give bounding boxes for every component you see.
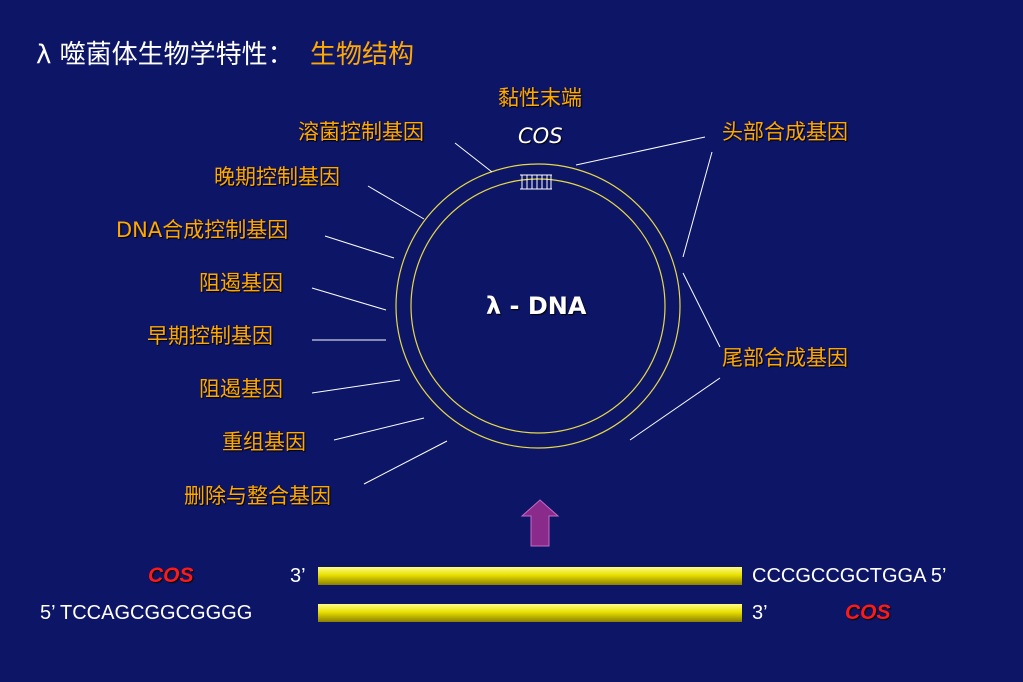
cos-left-label: COS: [148, 564, 194, 587]
title-highlight: 生物结构: [309, 40, 414, 70]
right-leader-lines: [575, 136, 721, 441]
title-prefix: 噬菌体生物学特性：: [59, 40, 294, 70]
top-strand-3prime: 3’: [290, 565, 306, 587]
left-leader-lines: [311, 142, 493, 485]
lambda-dna-label: λ - DNA: [486, 292, 587, 320]
gene-lysis-control: 溶菌控制基因: [298, 120, 424, 144]
gene-late-control: 晚期控制基因: [214, 165, 340, 189]
top-strand-bar: [318, 567, 742, 585]
bottom-strand-3prime: 3’: [752, 602, 768, 624]
inner-dna-strand: [410, 178, 666, 434]
bottom-strand-bar: [318, 604, 742, 622]
gene-repressor-1: 阻遏基因: [199, 271, 283, 295]
page-title: λ 噬菌体生物学特性： 生物结构: [36, 34, 414, 71]
gene-recombination: 重组基因: [222, 430, 306, 454]
gene-repressor-2: 阻遏基因: [199, 377, 283, 401]
lambda-symbol: λ: [36, 40, 52, 70]
cos-top-label: COS: [518, 124, 563, 148]
gene-tail-synthesis: 尾部合成基因: [722, 346, 848, 370]
gene-head-synthesis: 头部合成基因: [722, 120, 848, 144]
outer-dna-strand: [395, 163, 681, 449]
gene-early-control: 早期控制基因: [147, 324, 273, 348]
sticky-end-label: 黏性末端: [498, 86, 582, 110]
gene-dna-synthesis-control: DNA合成控制基因: [116, 218, 289, 242]
top-strand-sequence: CCCGCCGCTGGA 5’: [752, 565, 947, 587]
bottom-strand-sequence: 5’ TCCAGCGGCGGGG: [40, 602, 253, 624]
gene-excision-integration: 删除与整合基因: [184, 484, 331, 508]
cos-site-mark: [520, 174, 552, 190]
up-arrow-icon: [520, 499, 560, 547]
cos-right-label: COS: [845, 601, 891, 624]
